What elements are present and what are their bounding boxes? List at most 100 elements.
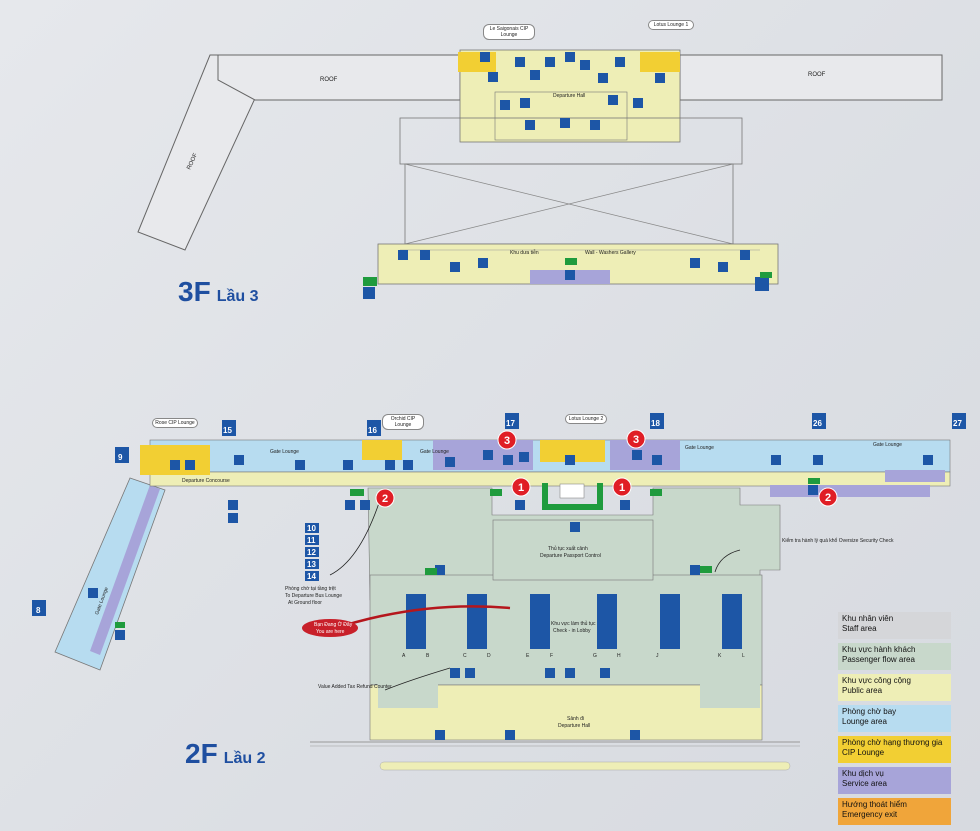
cip-rose-callout: Rose CIP Lounge [152,418,198,428]
row-f: F [550,653,553,659]
you-en: You are here [316,629,345,635]
gate-18: 18 [651,419,660,428]
cip-lotus-1-label: Lotus Lounge 1 [653,22,689,28]
row-d: D [487,653,491,659]
marker-2a: 2 [382,493,388,505]
legend-cip-en: CIP Lounge [842,748,885,757]
gallery-vn-label: Khu dưa tiễn [510,249,539,256]
floor3-heading: 3F Lầu 3 [178,276,258,308]
gate-9: 9 [118,453,123,462]
vat-label: Value Added Tax Refund Counter [318,684,392,690]
gate-13: 13 [307,560,316,569]
row-b: B [426,653,430,659]
gate-17: 17 [506,419,515,428]
cip-lotus-2-label: Lotus Lounge 2 [568,416,604,422]
gate-lounge-3: Gate Lounge [685,445,714,451]
service-east [770,485,930,497]
gate-16: 16 [368,426,377,435]
hall-vn: Sảnh đi [567,716,584,722]
legend-service-en: Service area [842,779,887,788]
row-l: L [742,653,745,659]
legend-lounge-en: Lounge area [842,717,887,726]
waiting-en2: At Ground floor [288,600,322,606]
gate-lounge-4: Gate Lounge [873,442,902,448]
roof-left [217,54,461,101]
gate-14: 14 [307,572,316,581]
floor3-code: 3F [178,276,211,307]
passport-en: Departure Passport Control [540,553,601,559]
row-j: J [656,653,659,659]
service-right [610,440,680,470]
cip-orchid [362,440,402,460]
gate-signs [32,413,966,616]
oversize-label: Kiểm tra hành lý quá khổ Oversize Securi… [782,537,894,544]
cip-orchid-callout: Orchid CIP Lounge [382,414,424,430]
gate-26: 26 [813,419,822,428]
checkin-lobby [369,574,763,686]
concourse-label: Departure Concourse [182,478,230,484]
row-c: C [463,653,467,659]
row-k: K [718,653,722,659]
marker-1a: 1 [518,482,524,494]
wayfinding-markers: 1 1 2 2 3 3 [375,429,838,508]
legend-lounge-vn: Phòng chờ bay [842,707,897,716]
legend-staff-vn: Khu nhân viên [842,614,894,623]
gate-15: 15 [223,426,232,435]
legend-cip-vn: Phòng chờ hạng thương gia [842,738,943,747]
cip-lotus-2-callout: Lotus Lounge 2 [565,414,607,424]
you-vn: Bạn Đang Ở Đây [314,621,353,628]
you-are-here-badge [302,619,358,637]
floor3-plan: ROOF ROOF ROOF Departure Hall Khu dưa ti… [137,49,943,299]
checkin-en: Check - in Lobby [553,628,591,634]
waiting-en1: To Departure Bus Lounge [285,593,342,599]
marker-1b: 1 [619,482,625,494]
curb-road [379,761,791,771]
waiting-vn: Phòng chờ tại tầng trệt [285,586,336,592]
floor2-plan: A B C D E F G H J K L [32,413,966,771]
departure-concourse [149,471,951,487]
row-g: G [593,653,597,659]
floor3-name: Lầu 3 [216,288,259,305]
marker-3a: 3 [504,435,510,447]
gate-11: 11 [307,536,316,545]
gate-8: 8 [36,606,41,615]
legend-service-vn: Khu dịch vụ [842,769,884,778]
gate-27: 27 [953,419,962,428]
legend-exit-en: Emergency exit [842,810,898,819]
legend-public-vn: Khu vực công cộng [842,676,911,685]
legend-public-en: Public area [842,686,883,695]
departure-hall-3f-label: Departure Hall [553,93,585,99]
passport-vn: Thủ tục xuất cảnh [548,545,588,552]
gate-10: 10 [307,524,316,533]
cip-lotus-1 [640,52,680,72]
marker-3b: 3 [633,434,639,446]
legend-staff-en: Staff area [842,624,877,633]
cip-rose-label: Rose CIP Lounge [155,420,195,426]
gate-lounge-2: Gate Lounge [420,449,449,455]
row-e: E [526,653,530,659]
legend-passenger-vn: Khu vực hành khách [842,645,916,654]
row-a: A [402,653,406,659]
cip-le-saigonais-callout: Le Saigonais CIP Lounge [483,24,535,40]
checkin-vn: Khu vực làm thủ tục [551,620,596,627]
cip-le-saigonais [458,52,496,72]
gate-12: 12 [307,548,316,557]
row-h: H [617,653,621,659]
checkin-counters [406,594,742,649]
legend-exit-vn: Hướng thoát hiểm [842,800,907,809]
left-pier-concourse [90,485,160,655]
roof-left-label: ROOF [320,77,338,83]
floor2-name: Lầu 2 [223,750,266,767]
legend-passenger-en: Passenger flow area [842,655,915,664]
cip-orchid-label: Orchid CIP Lounge [390,416,416,428]
marker-2b: 2 [825,492,831,504]
